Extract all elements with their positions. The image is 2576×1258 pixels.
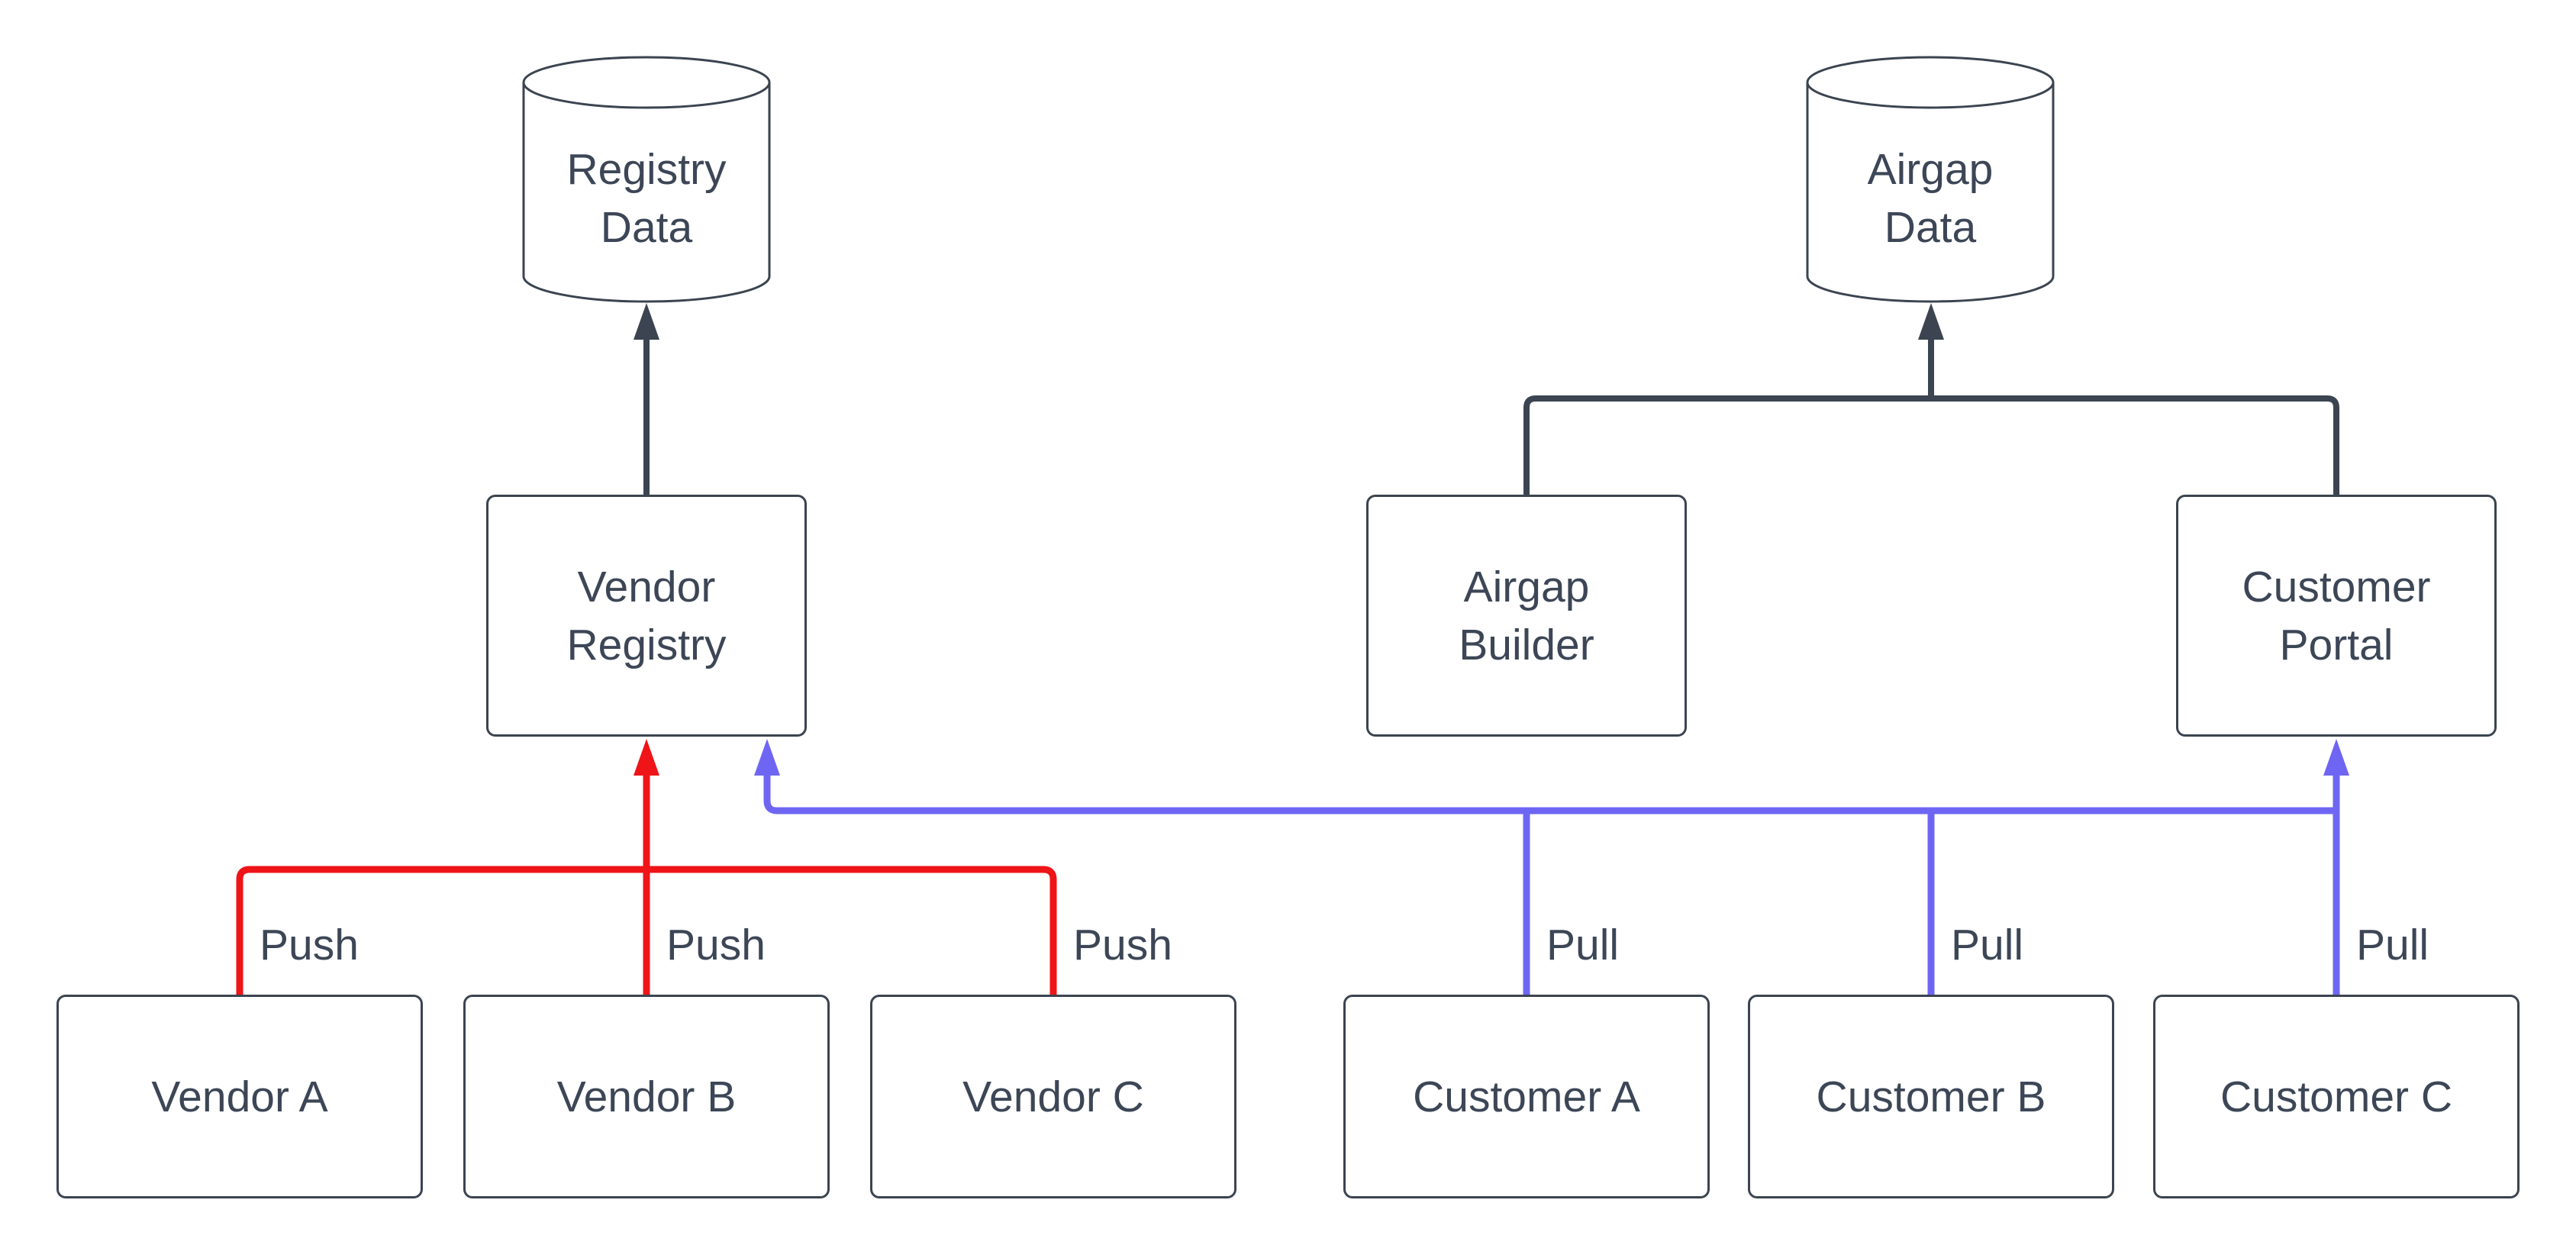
node-vendor-a: Vendor A [56, 995, 423, 1198]
edge-label-push-vendor-c: Push [1073, 921, 1172, 969]
arrowhead-push-vendor-registry [634, 739, 659, 776]
node-label: Vendor A [151, 1072, 328, 1121]
node-label: Data [1884, 203, 1977, 252]
node-label-group: Customer Portal [2242, 558, 2430, 674]
edge-label-push-vendor-b: Push [666, 921, 766, 969]
edge-label-pull-customer-b: Pull [1951, 921, 2024, 969]
node-customer-c: Customer C [2153, 995, 2520, 1198]
node-label: Portal [2279, 620, 2394, 669]
node-label-group: Airgap Builder [1459, 558, 1594, 674]
node-label: Registry [566, 145, 727, 194]
node-customer-portal: Customer Portal [2176, 495, 2497, 737]
node-customer-b: Customer B [1748, 995, 2114, 1198]
edge-label-pull-customer-c: Pull [2356, 921, 2429, 969]
node-label: Vendor [577, 562, 716, 611]
node-vendor-registry: Vendor Registry [486, 495, 807, 737]
edge-label-pull-customer-a: Pull [1546, 921, 1620, 969]
node-label: Data [600, 203, 693, 252]
node-label-group: Vendor Registry [566, 558, 726, 674]
node-customer-a: Customer A [1343, 995, 1710, 1198]
arrowhead-registry-data [634, 303, 659, 340]
pull-trunk-to-vendor-registry [763, 776, 2336, 814]
arrowhead-pull-customer-portal [2323, 739, 2349, 776]
node-label: Airgap [1463, 562, 1590, 611]
node-label: Airgap [1867, 145, 1994, 194]
node-vendor-c: Vendor C [870, 995, 1236, 1198]
node-label: Registry [566, 620, 727, 669]
node-vendor-b: Vendor B [463, 995, 830, 1198]
airgap-data-cylinder [1806, 56, 2055, 303]
node-airgap-data-label: Airgap Data [1807, 107, 2053, 290]
registry-data-cylinder [522, 56, 771, 303]
node-label: Customer [2242, 562, 2431, 611]
node-label: Builder [1459, 620, 1594, 669]
arrowhead-airgap-data [1918, 303, 1944, 340]
edge-label-push-vendor-a: Push [260, 921, 359, 969]
node-label: Vendor C [962, 1072, 1144, 1121]
node-label: Customer C [2220, 1072, 2453, 1121]
node-label: Customer A [1413, 1072, 1640, 1121]
node-registry-data-label: Registry Data [524, 107, 769, 290]
node-airgap-builder: Airgap Builder [1366, 495, 1687, 737]
arrowhead-pull-vendor-registry [754, 739, 780, 776]
link-airgap-builder-customer-portal-tree [1523, 395, 2339, 496]
node-label: Vendor B [556, 1072, 737, 1121]
node-label: Customer B [1816, 1072, 2046, 1121]
